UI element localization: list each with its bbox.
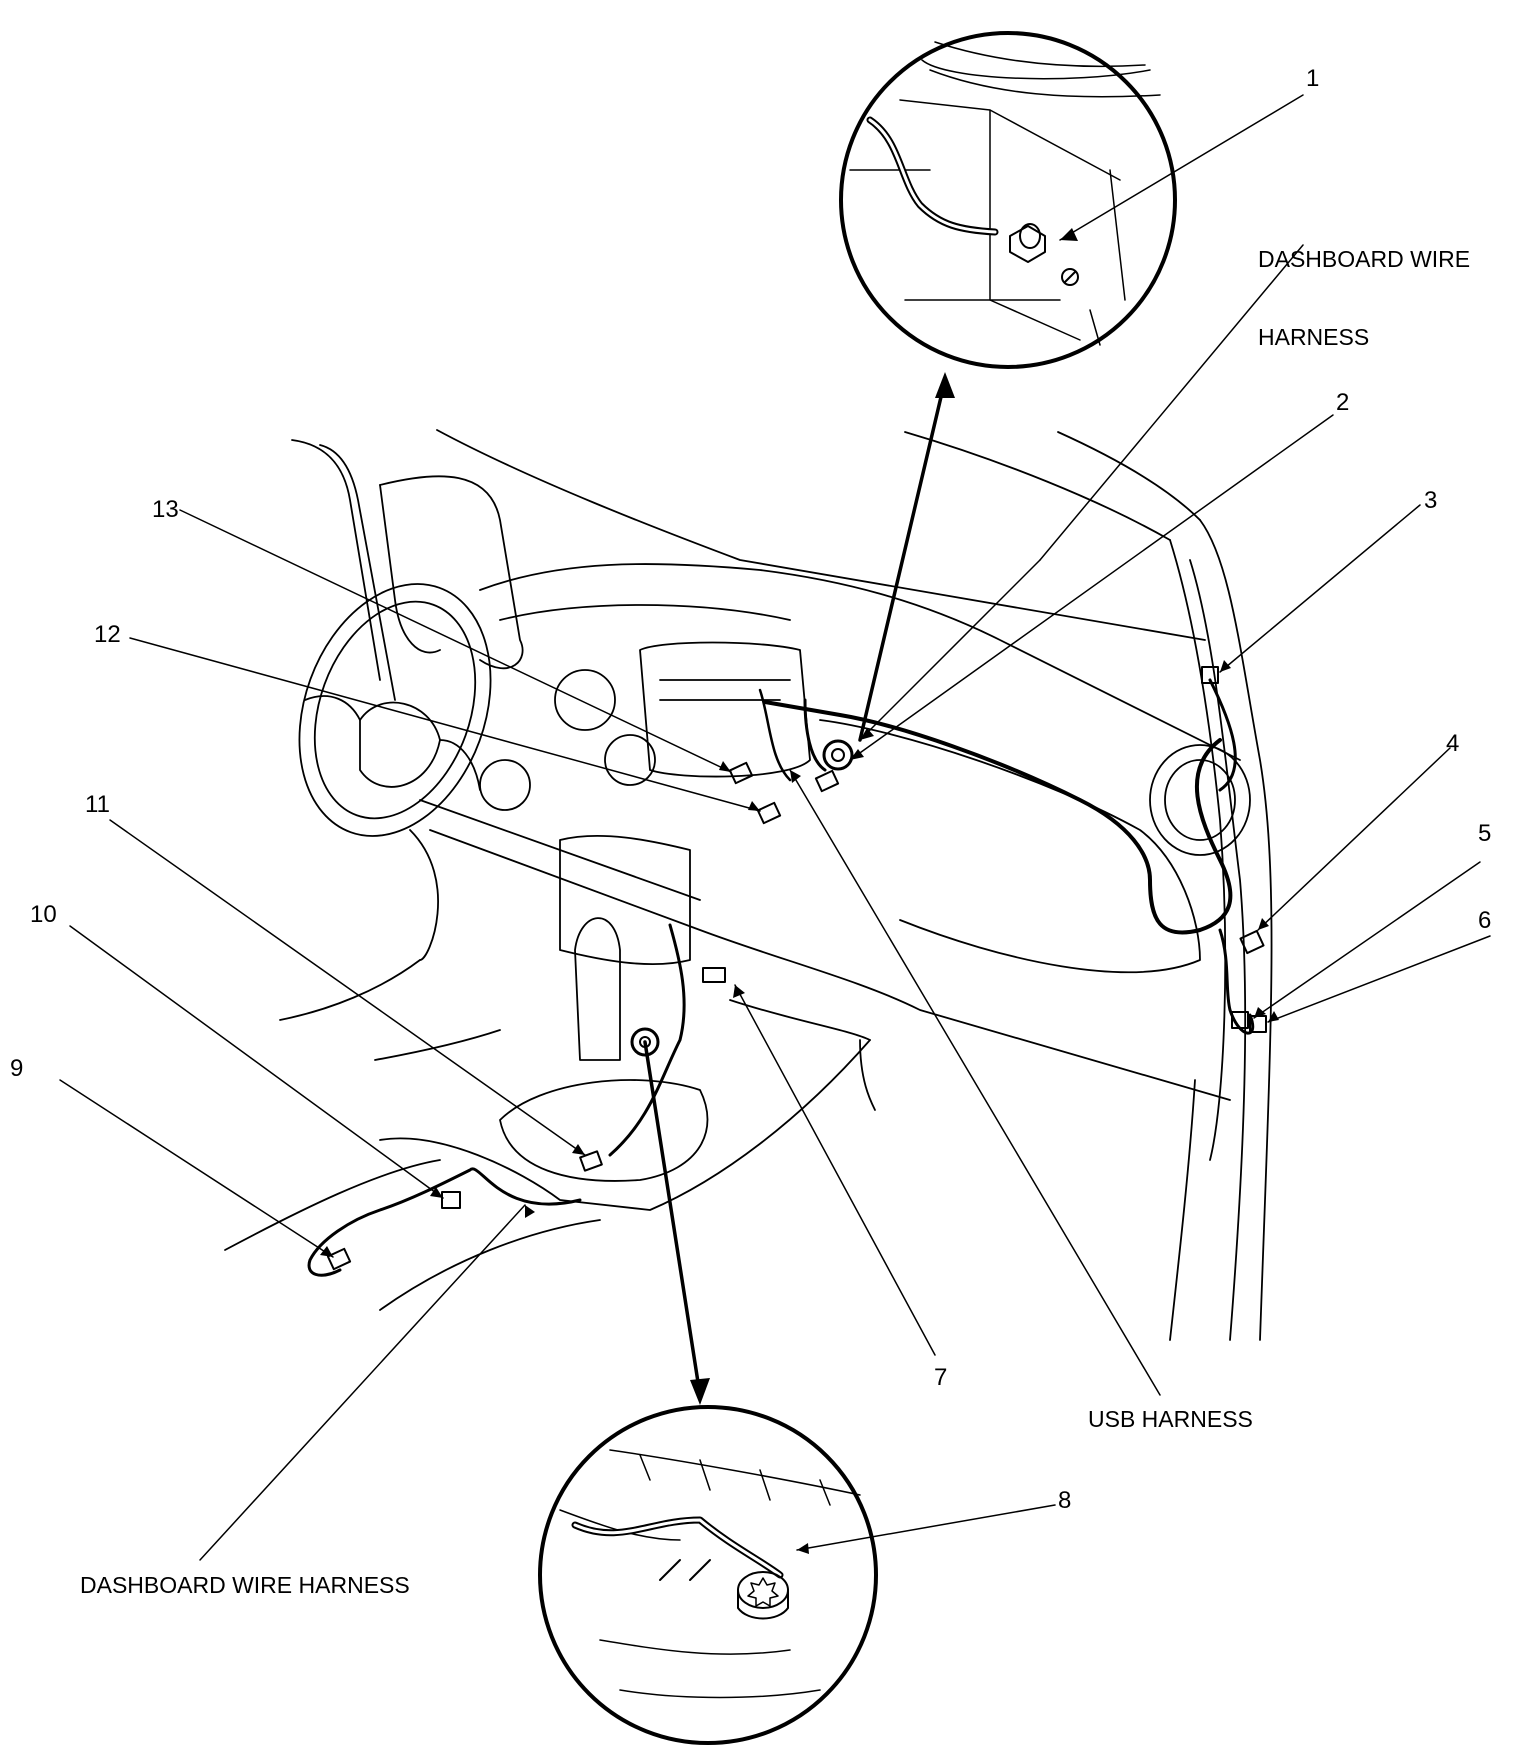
callout-12: 12	[94, 621, 121, 648]
callout-3: 3	[1424, 487, 1438, 514]
callout-2: 2	[1336, 389, 1350, 416]
callout-9: 9	[10, 1055, 24, 1082]
leader-lines	[59, 94, 1491, 1561]
car-body-outline	[224, 429, 1273, 1341]
dashboard-wire-harness-label-top-line1: DASHBOARD WIRE	[1258, 246, 1471, 272]
callout-6: 6	[1478, 907, 1492, 934]
callout-8: 8	[1058, 1487, 1072, 1514]
dashboard-wire-harness-label-top: DASHBOARD WIRE HARNESS	[1258, 194, 1470, 376]
detail-circle-top	[839, 31, 1177, 369]
dashboard-wire-harness-label-top-line2: HARNESS	[1258, 324, 1370, 350]
callout-5: 5	[1478, 820, 1492, 847]
callout-13: 13	[152, 496, 179, 523]
callout-4: 4	[1446, 730, 1460, 757]
arrowheads	[320, 228, 1279, 1554]
usb-harness-label: USB HARNESS	[1088, 1406, 1253, 1432]
connectors	[326, 666, 1267, 1271]
callout-1: 1	[1306, 65, 1320, 92]
callout-10: 10	[30, 901, 57, 928]
harness-routing	[307, 678, 1255, 1277]
callout-7: 7	[934, 1364, 948, 1391]
callout-11: 11	[85, 791, 110, 818]
dashboard-wire-harness-label-bottom: DASHBOARD WIRE HARNESS	[80, 1572, 410, 1598]
detail-circle-bottom	[538, 1405, 878, 1745]
